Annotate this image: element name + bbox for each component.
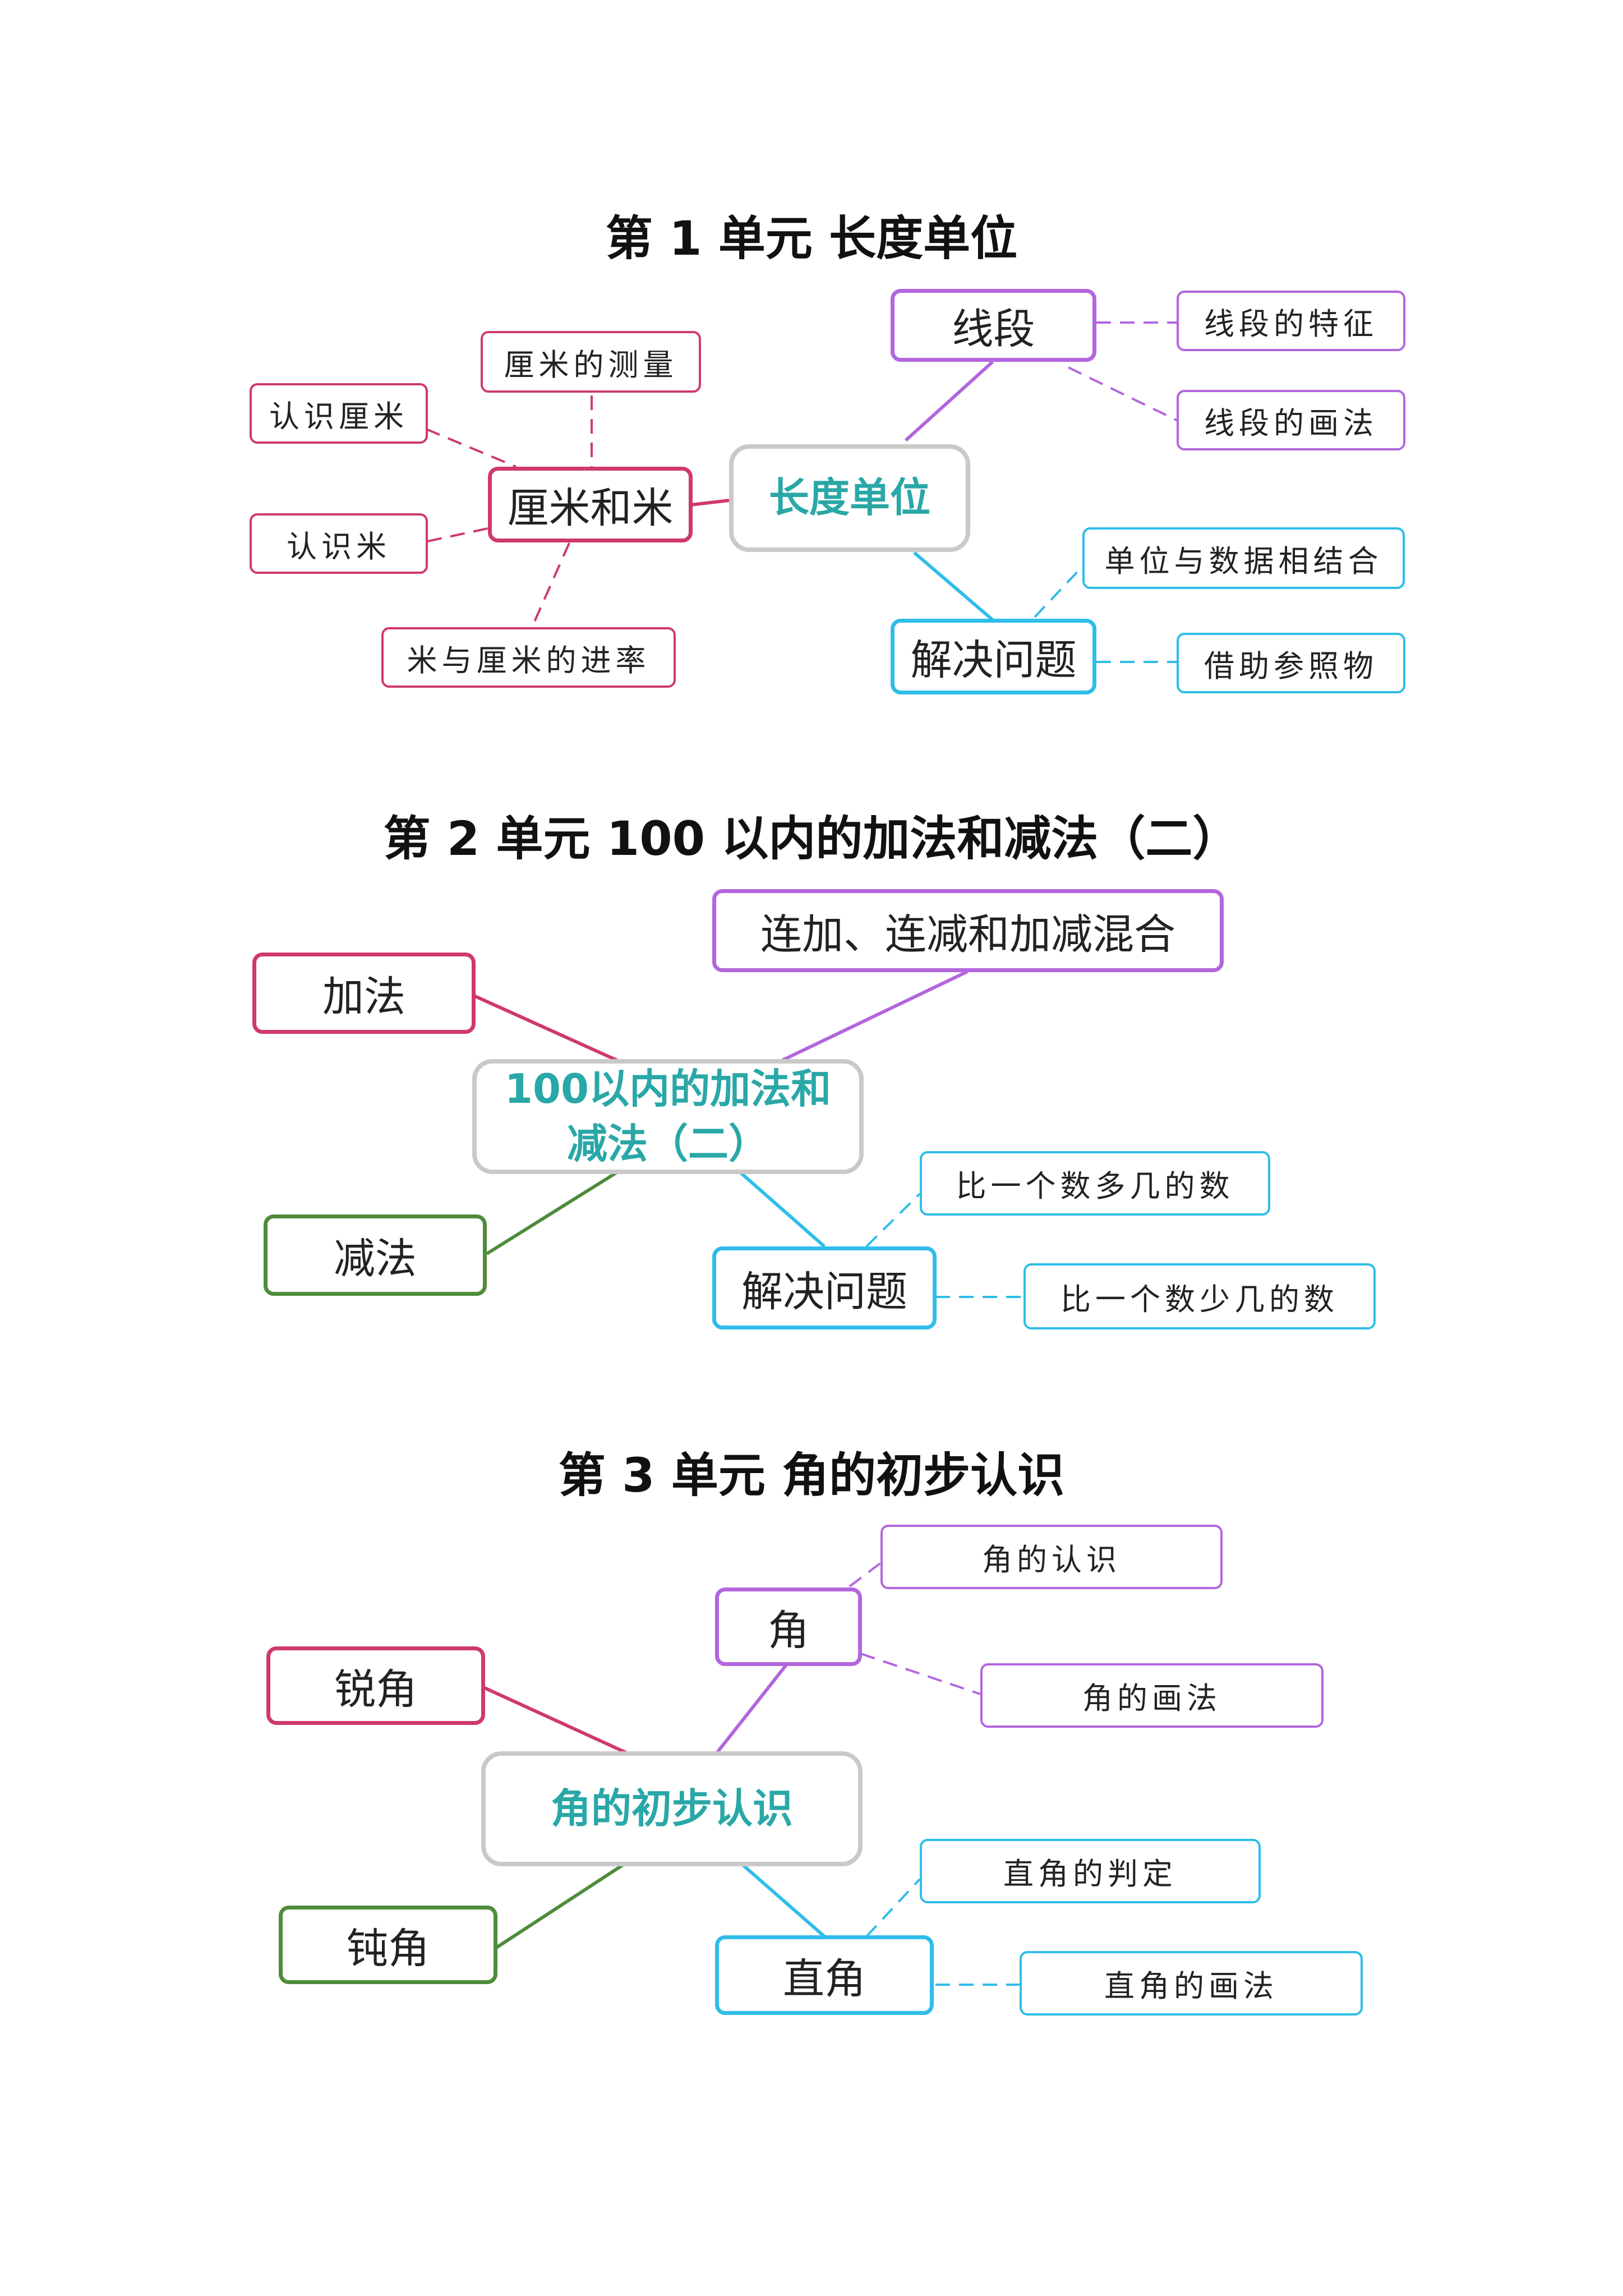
node-problem-solving-2: 解决问题 [712, 1246, 937, 1329]
leaf-segment-drawing: 线段的画法 [1177, 390, 1405, 450]
connector [495, 1864, 624, 1949]
node-cm-and-m: 厘米和米 [488, 467, 693, 542]
leaf-more-than: 比一个数多几的数 [920, 1151, 1270, 1216]
connector [482, 1686, 628, 1755]
connector [1034, 565, 1083, 618]
node-angle: 角 [715, 1588, 862, 1666]
unit-3-title: 第 3 单元 角的初步认识 [558, 1448, 1065, 1503]
connector [715, 1664, 788, 1754]
unit-1-center-node: 长度单位 [729, 444, 970, 552]
connector [427, 527, 488, 542]
connector [486, 1171, 618, 1255]
connector [473, 994, 618, 1062]
leaf-m-cm-rate: 米与厘米的进率 [381, 627, 676, 688]
connector [1068, 366, 1178, 422]
leaf-draw-right-angle: 直角的画法 [1020, 1951, 1363, 2016]
unit-3-center-node: 角的初步认识 [481, 1751, 863, 1866]
node-problem-solving: 解决问题 [891, 619, 1096, 694]
leaf-know-angle: 角的认识 [880, 1525, 1223, 1589]
connector [913, 551, 994, 622]
leaf-reference-object: 借助参照物 [1177, 633, 1405, 693]
leaf-know-m: 认识米 [250, 513, 428, 574]
connector [904, 360, 994, 442]
node-addition: 加法 [252, 953, 476, 1034]
node-mixed-operations: 连加、连减和加减混合 [712, 889, 1224, 972]
connector [849, 1561, 883, 1588]
leaf-judge-right-angle: 直角的判定 [920, 1839, 1261, 1903]
unit-1-title: 第 1 单元 长度单位 [605, 211, 1018, 266]
unit-2-center-node: 100以内的加法和减法（二） [472, 1059, 864, 1174]
leaf-segment-features: 线段的特征 [1177, 291, 1405, 351]
connector [865, 1878, 921, 1938]
node-right-angle: 直角 [715, 1935, 934, 2015]
node-obtuse-angle: 钝角 [279, 1906, 497, 1984]
leaf-know-cm: 认识厘米 [250, 383, 428, 444]
leaf-draw-angle: 角的画法 [980, 1663, 1324, 1728]
leaf-unit-data: 单位与数据相结合 [1082, 527, 1405, 589]
connector [739, 1171, 826, 1248]
connector [690, 499, 730, 507]
node-acute-angle: 锐角 [266, 1646, 485, 1725]
connector [865, 1193, 921, 1248]
connector [860, 1653, 981, 1695]
leaf-cm-measure: 厘米的测量 [481, 331, 701, 393]
connector [532, 542, 570, 626]
connector [426, 428, 517, 468]
leaf-less-than: 比一个数少几的数 [1023, 1263, 1376, 1329]
unit-2-title: 第 2 单元 100 以内的加法和减法（二） [383, 811, 1240, 866]
node-subtraction: 减法 [264, 1214, 487, 1296]
connector [781, 970, 969, 1062]
node-line-segment: 线段 [891, 289, 1096, 362]
connector [742, 1864, 826, 1938]
